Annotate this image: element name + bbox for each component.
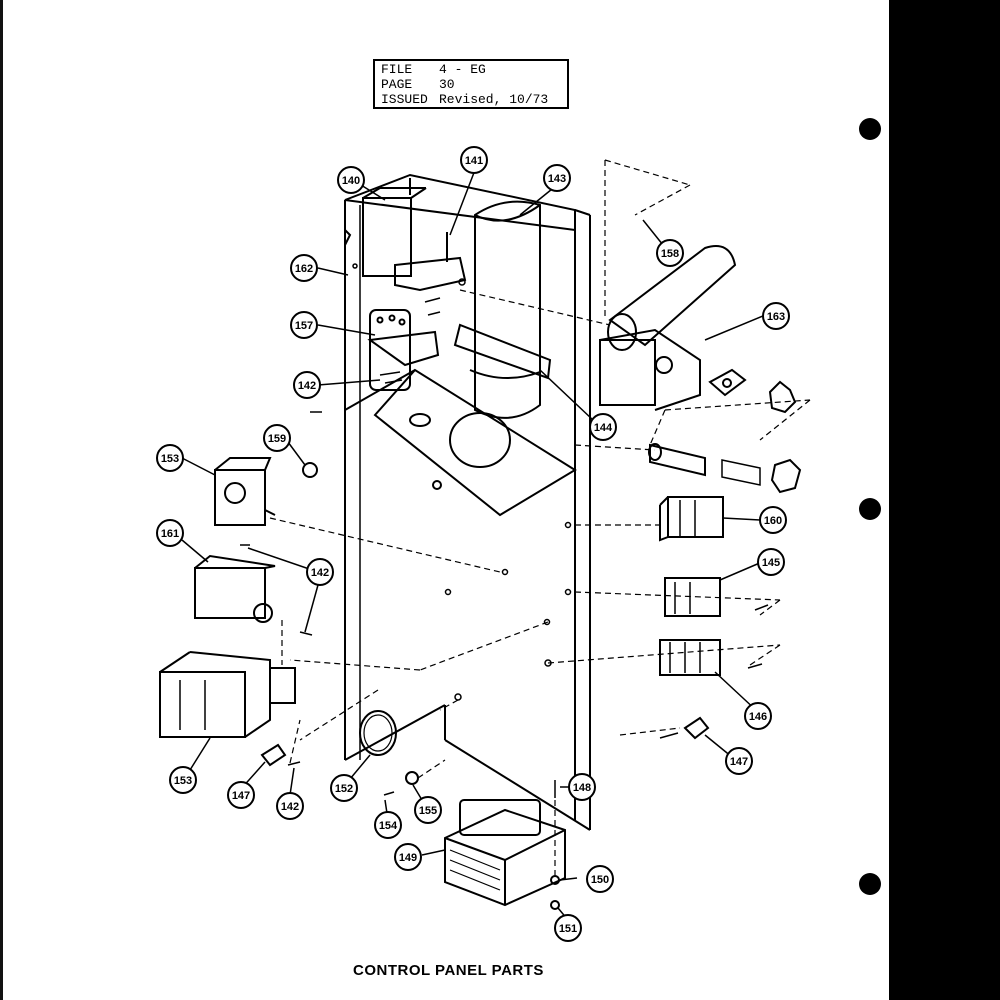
part-159-grommet <box>302 462 318 478</box>
part-155-washer <box>383 771 419 796</box>
control-panel-plate <box>344 173 591 831</box>
callout-154 <box>374 811 402 839</box>
shaft-assembly <box>648 443 802 494</box>
callout-142-mid <box>306 558 334 586</box>
callout-label: 143 <box>548 173 566 185</box>
part-149-transformer <box>444 780 566 910</box>
callout-152 <box>330 774 358 802</box>
callout-bubbles <box>156 146 790 942</box>
part-147-clamp-right <box>659 716 710 740</box>
callout-140-top <box>337 166 365 194</box>
callout-label: 154 <box>379 820 398 832</box>
callout-151 <box>554 914 582 942</box>
part-141-bracket <box>394 232 467 292</box>
callout-label: 162 <box>295 263 313 275</box>
callout-157 <box>290 311 318 339</box>
part-144-strap <box>453 323 552 380</box>
callout-146 <box>744 702 772 730</box>
callout-label: 146 <box>749 711 767 723</box>
callout-147-right <box>725 747 753 775</box>
diagram-caption: CONTROL PANEL PARTS <box>353 962 544 979</box>
file-info-box: FILE 4 - EG PAGE 30 ISSUED Revised, 10/7… <box>373 59 569 109</box>
callout-141 <box>460 146 488 174</box>
callout-149 <box>394 843 422 871</box>
callout-label: 148 <box>573 782 591 794</box>
callout-145 <box>757 548 785 576</box>
callout-label: 152 <box>335 783 353 795</box>
callout-142-lower <box>276 792 304 820</box>
part-145-relay <box>664 577 769 617</box>
issued-row: ISSUED Revised, 10/73 <box>381 92 567 107</box>
page-value: 30 <box>439 77 455 92</box>
part-143-capacitor <box>474 200 541 419</box>
callout-label: 140 <box>342 175 360 187</box>
callout-label: 151 <box>559 923 577 935</box>
part-163-gasket <box>708 368 797 414</box>
part-146-terminal-block <box>659 639 763 676</box>
page-label: PAGE <box>381 77 413 92</box>
part-153-switch-upper <box>214 457 276 526</box>
callout-160 <box>759 506 787 534</box>
callout-label: 142 <box>298 380 316 392</box>
callout-label: 153 <box>174 775 192 787</box>
callout-153-lower <box>169 766 197 794</box>
part-160-relay <box>659 496 724 542</box>
binder-hole-middle <box>859 498 881 520</box>
callout-labels: 140 141 143 158 162 157 163 142 144 159 … <box>161 155 785 935</box>
callout-label: 153 <box>161 453 179 465</box>
callout-143 <box>543 164 571 192</box>
callout-161 <box>156 519 184 547</box>
callout-150 <box>586 865 614 893</box>
callout-label: 159 <box>268 433 286 445</box>
callout-147-left <box>227 781 255 809</box>
part-163-motor <box>599 245 737 411</box>
callout-142-upper <box>293 371 321 399</box>
callout-label: 142 <box>281 801 299 813</box>
issued-value: Revised, 10/73 <box>439 92 549 107</box>
callout-label: 144 <box>594 422 613 434</box>
callout-label: 150 <box>591 874 609 886</box>
callout-label: 155 <box>419 805 437 817</box>
callout-label: 157 <box>295 320 313 332</box>
callout-leaders <box>181 169 764 921</box>
page-row: PAGE 30 <box>381 77 567 92</box>
binder-hole-bottom <box>859 873 881 895</box>
callout-label: 160 <box>764 515 782 527</box>
part-157-receptacle <box>367 309 440 391</box>
callout-label: 147 <box>730 756 748 768</box>
callout-label: 161 <box>161 528 179 540</box>
callout-158 <box>656 239 684 267</box>
callout-label: 163 <box>767 311 785 323</box>
scan-border-right <box>889 0 1000 1000</box>
binder-hole-top <box>859 118 881 140</box>
file-row: FILE 4 - EG <box>381 62 567 77</box>
callout-159 <box>263 424 291 452</box>
callout-162 <box>290 254 318 282</box>
callout-label: 142 <box>311 567 329 579</box>
screws-142-upper <box>310 297 441 413</box>
callout-155 <box>414 796 442 824</box>
issued-label: ISSUED <box>381 92 428 107</box>
part-153-contactor <box>159 651 296 738</box>
callout-144 <box>589 413 617 441</box>
part-140-housing <box>362 187 427 277</box>
scan-border-left <box>0 0 3 1000</box>
file-label: FILE <box>381 62 413 77</box>
callout-label: 147 <box>232 790 250 802</box>
callout-153-upper <box>156 444 184 472</box>
part-147-clamp-left <box>260 743 301 767</box>
callout-label: 145 <box>762 557 780 569</box>
callout-label: 149 <box>399 852 417 864</box>
callout-148 <box>568 773 596 801</box>
assembly-leader-lines <box>269 159 811 880</box>
callout-label: 158 <box>661 248 679 260</box>
callout-label: 141 <box>465 155 483 167</box>
part-161-transformer <box>194 544 313 636</box>
callout-163 <box>762 302 790 330</box>
file-value: 4 - EG <box>439 62 486 77</box>
